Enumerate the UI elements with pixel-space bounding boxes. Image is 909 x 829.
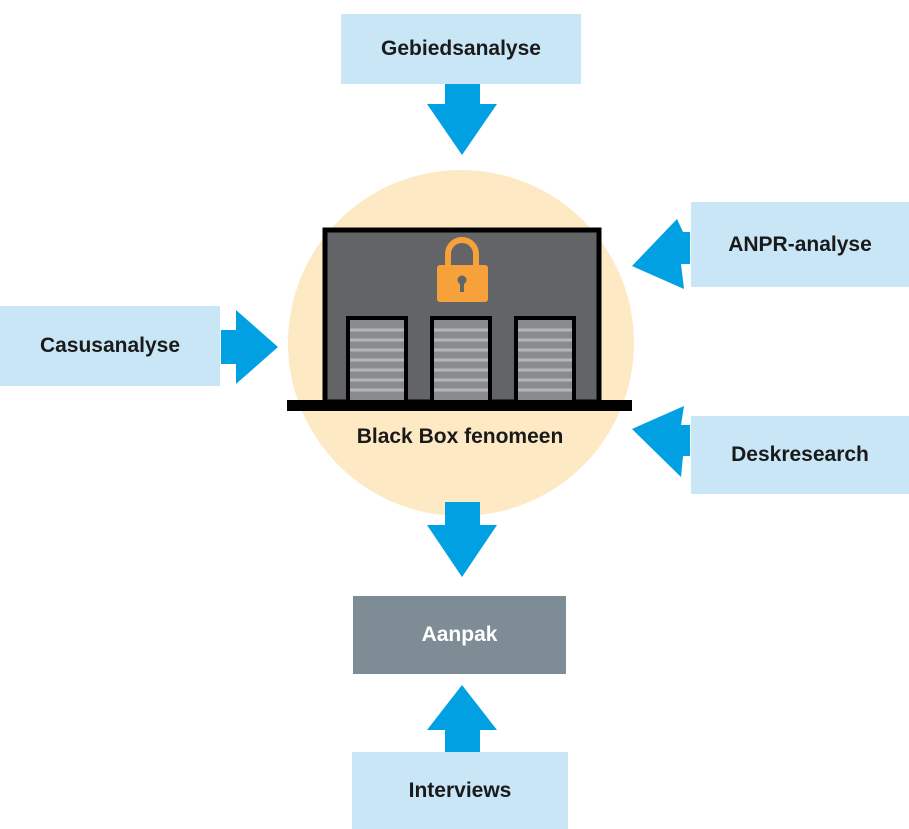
arrow-up-icon	[427, 685, 497, 752]
arrow-diagonal-icon	[632, 219, 690, 289]
anpr-analyse-box: ANPR-analyse	[691, 202, 909, 287]
black-box-building-icon	[287, 227, 632, 411]
gebiedsanalyse-box: Gebiedsanalyse	[341, 14, 581, 84]
arrow-diagonal-icon	[632, 406, 690, 477]
interviews-label: Interviews	[408, 778, 512, 802]
padlock-icon	[437, 237, 488, 302]
deskresearch-box: Deskresearch	[691, 416, 909, 494]
anpr-analyse-label: ANPR-analyse	[728, 232, 872, 256]
garage-door-icon	[514, 316, 576, 401]
aanpak-box: Aanpak	[353, 596, 566, 674]
garage-door-icon	[430, 316, 492, 401]
gebiedsanalyse-label: Gebiedsanalyse	[381, 37, 541, 60]
deskresearch-label: Deskresearch	[731, 443, 869, 466]
casusanalyse-box: Casusanalyse	[0, 306, 220, 386]
aanpak-label: Aanpak	[421, 623, 498, 646]
arrow-down-icon	[427, 502, 497, 577]
interviews-box: Interviews	[352, 752, 568, 829]
black-box-label: Black Box fenomeen	[356, 425, 564, 448]
arrow-right-icon	[221, 310, 278, 384]
casusanalyse-label: Casusanalyse	[39, 334, 181, 357]
arrow-down-icon	[427, 84, 497, 155]
garage-door-icon	[346, 316, 408, 401]
